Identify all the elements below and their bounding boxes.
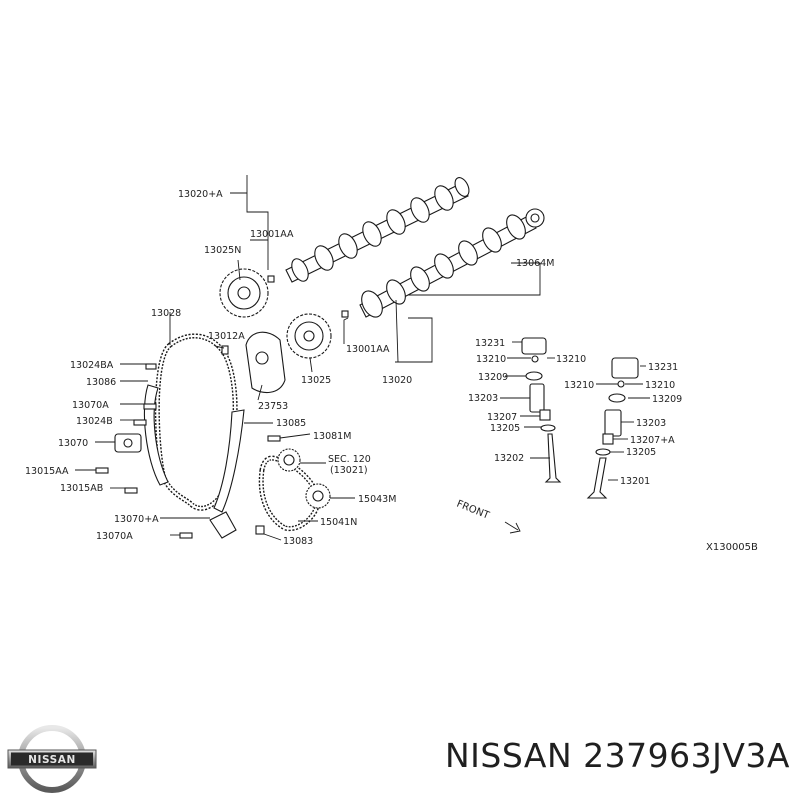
- intake-sprocket: [219, 268, 269, 318]
- label-13021: (13021): [330, 465, 368, 476]
- label-13025: 13025: [301, 375, 331, 386]
- exhaust-sprocket: [286, 313, 332, 359]
- part-labels: 13020+A 13001AA 13025N 13064M 13028 1301…: [25, 189, 758, 553]
- label-13086: 13086: [86, 377, 116, 388]
- label-13001aa-bottom: 13001AA: [346, 344, 390, 355]
- label-13024ba: 13024BA: [70, 360, 114, 371]
- label-13207a-right: 13207+A: [630, 435, 675, 446]
- label-13210-right-1: 13210: [564, 380, 594, 391]
- label-13205-left: 13205: [490, 423, 520, 434]
- label-13083: 13083: [283, 536, 313, 547]
- label-front: FRONT: [455, 499, 492, 522]
- crank-sprocket: [277, 448, 301, 472]
- timing-cover-bracket: [245, 331, 286, 394]
- label-13202: 13202: [494, 453, 524, 464]
- label-13020: 13020: [382, 375, 412, 386]
- label-15041n: 15041N: [320, 517, 357, 528]
- label-sec-120: SEC. 120: [328, 454, 371, 465]
- label-13015ab: 13015AB: [60, 483, 103, 494]
- label-13231-right: 13231: [648, 362, 678, 373]
- valve-train-left: [521, 337, 562, 483]
- label-13070: 13070: [58, 438, 88, 449]
- intake-camshaft: [285, 177, 470, 283]
- label-13210-left-1: 13210: [476, 354, 506, 365]
- nissan-logo: NISSAN: [7, 725, 97, 793]
- label-13210-right-2: 13210: [645, 380, 675, 391]
- part-number-title: NISSAN 237963JV3A: [444, 736, 790, 775]
- label-13070a-plus: 13070+A: [114, 514, 159, 525]
- label-23753: 23753: [258, 401, 288, 412]
- label-13203-left: 13203: [468, 393, 498, 404]
- front-arrow: [504, 521, 521, 534]
- exhaust-camshaft: [359, 208, 545, 318]
- label-13001aa-top: 13001AA: [250, 229, 294, 240]
- label-13070a-1: 13070A: [72, 400, 109, 411]
- chain-slack-guide: [209, 511, 237, 539]
- label-13085: 13085: [276, 418, 306, 429]
- label-13070a-2: 13070A: [96, 531, 133, 542]
- oil-pump-sprocket: [305, 483, 331, 509]
- label-13209-left: 13209: [478, 372, 508, 383]
- bolts: [95, 275, 349, 539]
- label-13210-left-2: 13210: [556, 354, 586, 365]
- label-15043m: 15043M: [358, 494, 396, 505]
- label-13231-left: 13231: [475, 338, 505, 349]
- nissan-logo-text: NISSAN: [28, 754, 76, 766]
- label-13201: 13201: [620, 476, 650, 487]
- label-13012a: 13012A: [208, 331, 245, 342]
- label-13081m: 13081M: [313, 431, 351, 442]
- diagram-id: X130005B: [706, 542, 758, 553]
- label-13020a: 13020+A: [178, 189, 223, 200]
- label-13203-right: 13203: [636, 418, 666, 429]
- chain-tensioner: [114, 433, 142, 453]
- label-13205-right: 13205: [626, 447, 656, 458]
- label-13064m: 13064M: [516, 258, 554, 269]
- label-13028: 13028: [151, 308, 181, 319]
- label-13209-right: 13209: [652, 394, 682, 405]
- label-13025n: 13025N: [204, 245, 241, 256]
- label-13207-left: 13207: [487, 412, 517, 423]
- label-13024b: 13024B: [76, 416, 113, 427]
- label-13015aa: 13015AA: [25, 466, 69, 477]
- leader-lines: [75, 175, 650, 541]
